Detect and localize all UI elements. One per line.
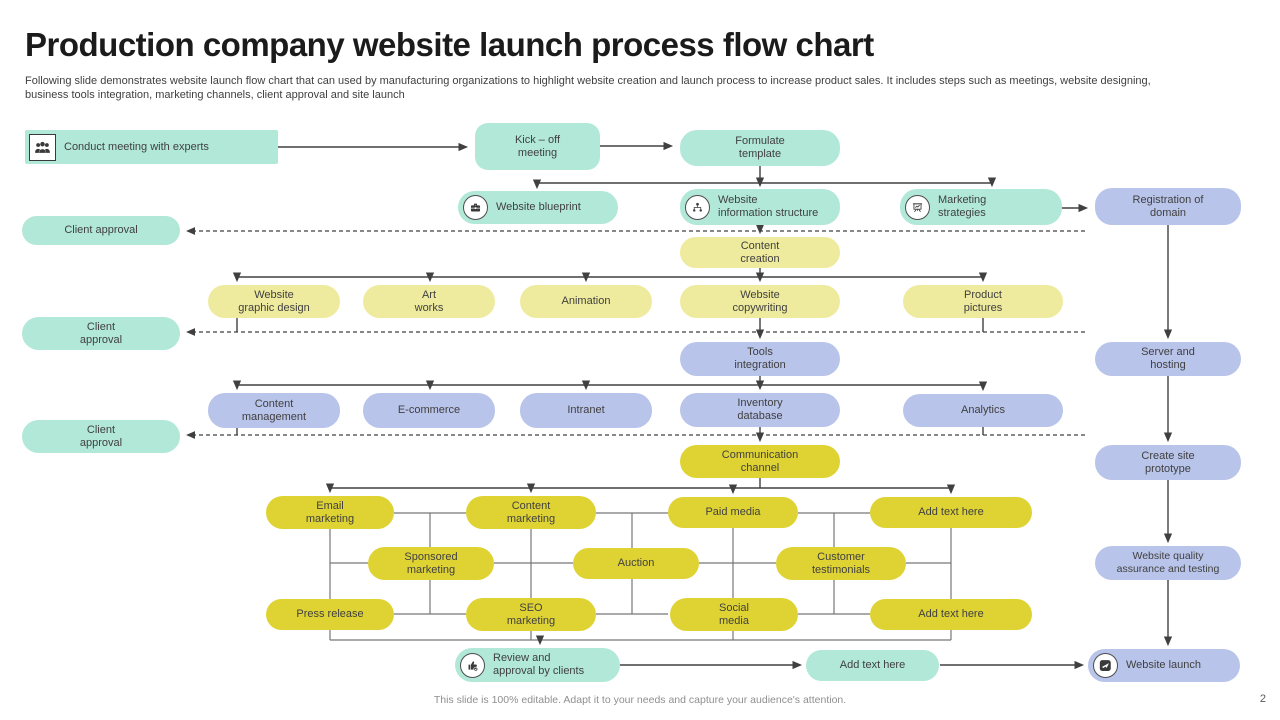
page-number: 2 <box>1259 693 1266 705</box>
node-marketing-strategies: Marketing strategies <box>900 189 1062 225</box>
thumbs-up-icon <box>460 652 485 678</box>
footer-note: This slide is 100% editable. Adapt it to… <box>433 694 847 706</box>
node-client-approval-3: Client approval <box>22 420 180 453</box>
node-press-release: Press release <box>266 599 394 630</box>
node-customer-testimonials: Customer testimonials <box>776 547 906 580</box>
node-review-and-approval: Review and approval by clients <box>455 648 620 682</box>
node-create-site-prototype: Create site prototype <box>1095 445 1241 480</box>
page-subtitle: Following slide demonstrates website lau… <box>25 75 1151 101</box>
node-kick-off-meeting: Kick – off meeting <box>475 123 600 170</box>
node-tools-integration: Tools integration <box>680 342 840 376</box>
node-server-and-hosting: Server and hosting <box>1095 342 1241 376</box>
node-add-text-2: Add text here <box>870 599 1032 630</box>
node-intranet: Intranet <box>520 393 652 428</box>
node-email-marketing: Email marketing <box>266 496 394 529</box>
briefcase-icon <box>463 195 488 220</box>
node-inventory-database: Inventory database <box>680 393 840 427</box>
node-website-information-structure: Website information structure <box>680 189 840 225</box>
node-website-launch: Website launch <box>1088 649 1240 682</box>
node-add-text-1: Add text here <box>870 497 1032 528</box>
node-formulate-template: Formulate template <box>680 130 840 166</box>
node-website-blueprint: Website blueprint <box>458 191 618 224</box>
node-client-approval-1: Client approval <box>22 216 180 245</box>
node-art-works: Art works <box>363 285 495 318</box>
node-animation: Animation <box>520 285 652 318</box>
node-seo-marketing: SEO marketing <box>466 598 596 631</box>
node-registration-of-domain: Registration of domain <box>1095 188 1241 225</box>
node-communication-channel: Communication channel <box>680 445 840 478</box>
node-content-marketing: Content marketing <box>466 496 596 529</box>
node-social-media: Social media <box>670 598 798 631</box>
people-group-icon <box>29 133 56 161</box>
node-add-text-3: Add text here <box>806 650 939 681</box>
node-website-graphic-design: Website graphic design <box>208 285 340 318</box>
node-sponsored-marketing: Sponsored marketing <box>368 547 494 580</box>
node-e-commerce: E-commerce <box>363 393 495 428</box>
node-analytics: Analytics <box>903 394 1063 427</box>
node-website-quality-assurance: Website quality assurance and testing <box>1095 546 1241 580</box>
node-label: Conduct meeting with experts <box>64 140 209 153</box>
node-client-approval-2: Client approval <box>22 317 180 350</box>
presentation-board-icon <box>905 194 930 220</box>
rocket-launch-icon <box>1093 653 1118 678</box>
node-content-management: Content management <box>208 393 340 428</box>
node-auction: Auction <box>573 548 699 579</box>
node-website-copywriting: Website copywriting <box>680 285 840 318</box>
node-product-pictures: Product pictures <box>903 285 1063 318</box>
node-content-creation: Content creation <box>680 237 840 268</box>
node-paid-media: Paid media <box>668 497 798 528</box>
page-title: Production company website launch proces… <box>25 26 874 63</box>
node-conduct-meeting: Conduct meeting with experts <box>25 130 278 164</box>
sitemap-icon <box>685 194 710 220</box>
